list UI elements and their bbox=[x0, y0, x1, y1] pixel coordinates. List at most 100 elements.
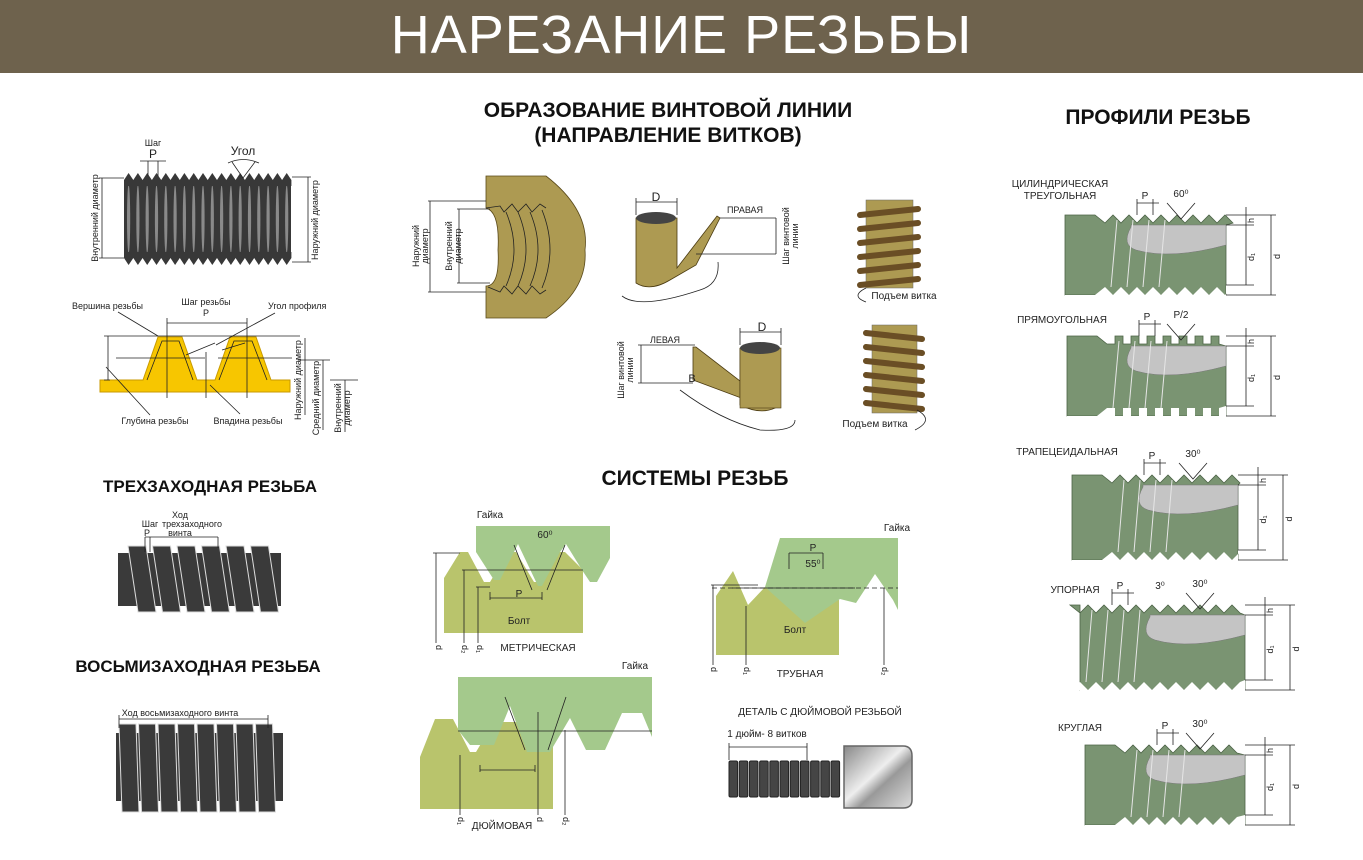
step-label: Шаг bbox=[145, 138, 162, 148]
helix-bar bbox=[857, 220, 921, 232]
b-label: B bbox=[688, 373, 695, 385]
helix-line bbox=[1126, 219, 1134, 288]
depth-label: Глубина резьбы bbox=[121, 416, 188, 426]
thread-turn bbox=[196, 723, 218, 813]
angle2-label: 3⁰ bbox=[1155, 581, 1165, 592]
d1-label: d₁ bbox=[1265, 783, 1275, 791]
helix-bar bbox=[863, 344, 925, 356]
helix-line bbox=[1117, 609, 1125, 683]
thread-highlight bbox=[192, 185, 196, 253]
h-label: h bbox=[1258, 478, 1268, 483]
p-dimension bbox=[1143, 459, 1166, 475]
helix-bar bbox=[863, 386, 925, 398]
helix-title: ОБРАЗОВАНИЕ ВИНТОВОЙ ЛИНИИ bbox=[484, 98, 853, 122]
profile-cutaway bbox=[1145, 614, 1246, 645]
thread-block bbox=[738, 760, 749, 798]
p-label: P bbox=[1149, 451, 1156, 462]
angle-label: 55⁰ bbox=[805, 559, 820, 570]
eight-thread-title: ВОСЬМИЗАХОДНАЯ РЕЗЬБА bbox=[75, 657, 320, 676]
d2-label: d₂ bbox=[460, 645, 470, 654]
p-label: P bbox=[516, 589, 523, 600]
lift-label: Подъем витка bbox=[842, 419, 908, 430]
helix-line bbox=[1146, 749, 1154, 818]
thread-block bbox=[779, 760, 790, 798]
angle-lines bbox=[1166, 323, 1196, 341]
helix-line bbox=[1133, 609, 1141, 683]
screw-label-2: винта bbox=[168, 528, 192, 538]
thread-turn bbox=[118, 723, 140, 813]
profile-name: УПОРНАЯ bbox=[1050, 585, 1099, 596]
right-hand-label: ПРАВАЯ bbox=[727, 205, 763, 215]
d-label: d bbox=[535, 817, 545, 822]
thread-block bbox=[769, 760, 779, 798]
nut-label: Гайка bbox=[622, 661, 649, 672]
page-title: НАРЕЗАНИЕ РЕЗЬБЫ bbox=[390, 5, 973, 65]
thread-turn bbox=[254, 723, 277, 813]
h-label: h bbox=[1265, 608, 1275, 613]
inch-part-title: ДЕТАЛЬ С ДЮЙМОВОЙ РЕЗЬБОЙ bbox=[738, 705, 901, 718]
thread-highlight bbox=[210, 185, 214, 253]
nut-label: Гайка bbox=[884, 523, 911, 534]
inner-d-label-2: диаметр bbox=[453, 228, 463, 263]
metric-thread-diagram: Гайка 60⁰ P Болт МЕТРИЧЕСКАЯ d d₂ d₁ bbox=[433, 510, 610, 654]
d1-label: d₁ bbox=[742, 667, 752, 675]
thread-block bbox=[810, 760, 820, 798]
p-dimension bbox=[1136, 199, 1159, 215]
angle-label: 60⁰ bbox=[537, 530, 552, 541]
p-label: P bbox=[149, 147, 157, 161]
d-label: d bbox=[434, 645, 444, 650]
thread-highlight bbox=[201, 185, 205, 253]
mean-d-label: Средний диаметр bbox=[311, 361, 321, 435]
root-label: Впадина резьбы bbox=[214, 416, 283, 426]
lead-label: Ход bbox=[172, 510, 189, 520]
pitch-label-2: линии bbox=[625, 357, 635, 382]
helix-subtitle: (НАПРАВЛЕНИЕ ВИТКОВ) bbox=[534, 124, 801, 147]
pitch-label: Шаг винтовой bbox=[616, 341, 626, 399]
helix-line bbox=[1178, 749, 1186, 818]
dimension-lines bbox=[1226, 328, 1276, 417]
helix-line bbox=[1158, 219, 1166, 288]
p-label: P bbox=[203, 308, 209, 318]
thread-block bbox=[728, 760, 739, 798]
inch-spec-label: 1 дюйм- 8 витков bbox=[727, 729, 806, 740]
p-dimension bbox=[1111, 589, 1134, 605]
angle-label: 30⁰ bbox=[1192, 579, 1207, 590]
d-label: d bbox=[1284, 516, 1294, 521]
triple-thread-title: ТРЕХЗАХОДНАЯ РЕЗЬБА bbox=[103, 477, 317, 496]
helix-line bbox=[1110, 219, 1118, 288]
thread-block bbox=[748, 760, 759, 798]
dimension-lines bbox=[1245, 597, 1295, 691]
bolt-label: Болт bbox=[784, 625, 807, 636]
profile-name-2: ТРЕУГОЛЬНАЯ bbox=[1024, 191, 1097, 202]
lift-label: Подъем витка bbox=[871, 291, 937, 302]
inch-label: ДЮЙМОВАЯ bbox=[472, 819, 532, 832]
p-label: P bbox=[1117, 581, 1124, 592]
angle-label: 30⁰ bbox=[1192, 719, 1207, 730]
thread-turn bbox=[176, 545, 206, 613]
angle-label: Угол bbox=[231, 144, 256, 158]
thread-step-label: Шаг резьбы bbox=[181, 297, 230, 307]
helix-line bbox=[1162, 749, 1170, 818]
thread-turn bbox=[127, 545, 157, 613]
helix-line bbox=[1085, 609, 1093, 683]
bolt-label: Болт bbox=[508, 616, 531, 627]
profile-name: ТРАПЕЦЕИДАЛЬНАЯ bbox=[1016, 447, 1118, 458]
helix-line bbox=[1144, 340, 1152, 409]
outer-d-label: Наружний bbox=[411, 225, 421, 267]
thread-highlight bbox=[275, 185, 279, 253]
dimension-lines bbox=[1226, 207, 1276, 296]
p-label: P bbox=[1142, 191, 1149, 202]
systems-title: СИСТЕМЫ РЕЗЬБ bbox=[602, 467, 789, 490]
helix-line bbox=[1160, 340, 1168, 409]
p-label: P bbox=[144, 528, 150, 538]
thread-turn bbox=[215, 723, 238, 813]
threaded-rod-diagram: Шаг P Угол Внутренний диаметр Наружний д… bbox=[90, 138, 320, 265]
p-label: P bbox=[1162, 721, 1169, 732]
d-label: d bbox=[709, 667, 719, 672]
thread-block bbox=[799, 760, 810, 798]
dimension-lines bbox=[1245, 737, 1295, 826]
thread-highlight bbox=[285, 185, 289, 253]
